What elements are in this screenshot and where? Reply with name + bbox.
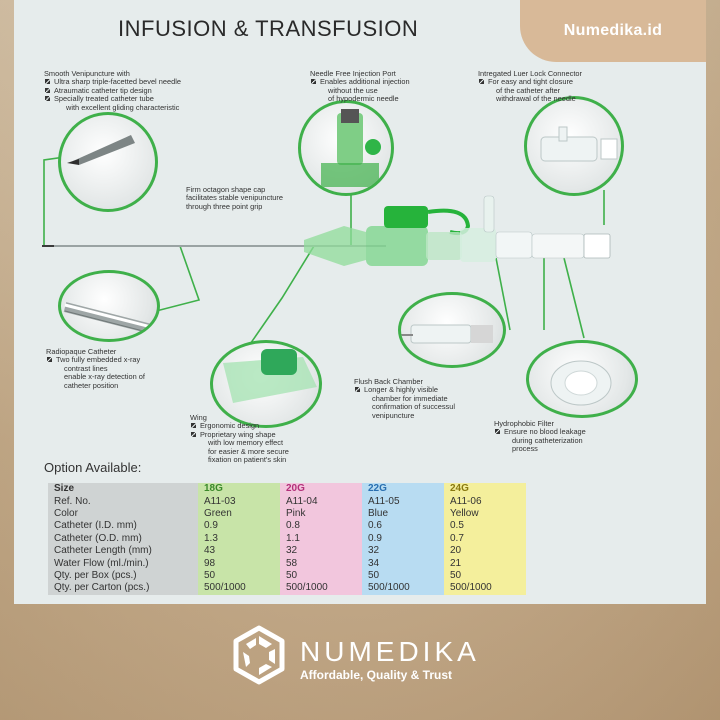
feature-hydrophobic: Hydrophobic Filter Ensure no blood leaka… bbox=[494, 419, 586, 454]
table-cell: A11-03 bbox=[198, 495, 280, 508]
page-title: INFUSION & TRANSFUSION bbox=[118, 16, 419, 41]
table-cell: 1.3 bbox=[198, 532, 280, 545]
feature-luer-lock: Intregated Luer Lock Connector For easy … bbox=[478, 69, 582, 104]
header-cell-18g: 18G bbox=[198, 483, 280, 496]
row-label: Qty. per Box (pcs.) bbox=[48, 569, 198, 583]
product-illustration bbox=[42, 153, 611, 351]
table-cell: 50 bbox=[444, 569, 526, 583]
footer-wordmark: NUMEDIKA bbox=[300, 636, 480, 667]
table-cell: A11-05 bbox=[362, 495, 444, 508]
row-label: Color bbox=[48, 507, 198, 521]
feature-octagon-cap: Firm octagon shape cap facilitates stabl… bbox=[186, 185, 283, 211]
connector-lines bbox=[43, 153, 605, 351]
product-sheet: INFUSION & TRANSFUSION bbox=[14, 0, 706, 604]
table-cell: 0.8 bbox=[280, 520, 362, 533]
feature-wing: Wing Ergonomic design Proprietary wing s… bbox=[190, 413, 289, 465]
catheter-hub bbox=[304, 195, 611, 266]
table-cell: 50 bbox=[198, 569, 280, 583]
row-label: Catheter Length (mm) bbox=[48, 544, 198, 558]
table-row: Water Flow (ml./min.) 98 58 34 21 bbox=[48, 557, 526, 570]
table-cell: 43 bbox=[198, 544, 280, 558]
table-cell: 0.9 bbox=[198, 520, 280, 533]
table-cell: 500/1000 bbox=[198, 582, 280, 595]
table-cell: 32 bbox=[362, 544, 444, 558]
table-cell: 20 bbox=[444, 544, 526, 558]
table-cell: 34 bbox=[362, 557, 444, 570]
table-row: Catheter (I.D. mm) 0.9 0.8 0.6 0.5 bbox=[48, 520, 526, 533]
table-cell: A11-06 bbox=[444, 495, 526, 508]
table-cell: 98 bbox=[198, 557, 280, 570]
row-label: Qty. per Carton (pcs.) bbox=[48, 582, 198, 595]
detail-circle-wing bbox=[210, 340, 322, 428]
table-cell: 0.7 bbox=[444, 532, 526, 545]
detail-circle-radiopaque bbox=[58, 270, 160, 342]
detail-circle-hydrophobic bbox=[526, 340, 638, 418]
brand-label: Numedika.id bbox=[563, 22, 663, 39]
table-cell: 0.9 bbox=[362, 532, 444, 545]
header-cell-20g: 20G bbox=[280, 483, 362, 496]
detail-circle-flush-back bbox=[398, 292, 506, 368]
table-cell: 500/1000 bbox=[362, 582, 444, 595]
options-title: Option Available: bbox=[44, 460, 142, 475]
header-cell-22g: 22G bbox=[362, 483, 444, 496]
detail-circle-injection-port bbox=[298, 100, 394, 196]
brand-tab: Numedika.id bbox=[520, 0, 706, 62]
table-cell: 0.6 bbox=[362, 520, 444, 533]
table-cell: A11-04 bbox=[280, 495, 362, 508]
table-cell: 50 bbox=[362, 569, 444, 583]
table-row: Ref. No. A11-03 A11-04 A11-05 A11-06 bbox=[48, 495, 526, 508]
table-cell: Green bbox=[198, 507, 280, 521]
feature-flush-back: Flush Back Chamber Longer & highly visib… bbox=[354, 377, 455, 420]
table-cell: 50 bbox=[280, 569, 362, 583]
table-row: Qty. per Box (pcs.) 50 50 50 50 bbox=[48, 569, 526, 583]
table-cell: 500/1000 bbox=[444, 582, 526, 595]
feature-venipuncture: Smooth Venipuncture with Ultra sharp tri… bbox=[44, 69, 181, 112]
table-cell: 58 bbox=[280, 557, 362, 570]
row-label: Catheter (I.D. mm) bbox=[48, 520, 198, 533]
footer-tagline: Affordable, Quality & Trust bbox=[300, 668, 453, 682]
detail-circle-needle-tip bbox=[58, 112, 158, 212]
table-header-row: Size 18G 20G 22G 24G bbox=[48, 483, 526, 496]
table-row: Color Green Pink Blue Yellow bbox=[48, 507, 526, 521]
table-cell: 1.1 bbox=[280, 532, 362, 545]
options-table: Size 18G 20G 22G 24G Ref. No. A11-03 A11… bbox=[48, 483, 526, 595]
table-cell: 32 bbox=[280, 544, 362, 558]
table-cell: 0.5 bbox=[444, 520, 526, 533]
header-cell-size: Size bbox=[48, 483, 198, 496]
table-row: Catheter (O.D. mm) 1.3 1.1 0.9 0.7 bbox=[48, 532, 526, 545]
row-label: Ref. No. bbox=[48, 495, 198, 508]
table-row: Catheter Length (mm) 43 32 32 20 bbox=[48, 544, 526, 558]
table-cell: Yellow bbox=[444, 507, 526, 521]
feature-injection-port: Needle Free Injection Port Enables addit… bbox=[310, 69, 410, 104]
table-cell: Blue bbox=[362, 507, 444, 521]
feature-radiopaque: Radiopaque Catheter Two fully embedded x… bbox=[46, 347, 145, 390]
table-cell: 500/1000 bbox=[280, 582, 362, 595]
row-label: Water Flow (ml./min.) bbox=[48, 557, 198, 570]
row-label: Catheter (O.D. mm) bbox=[48, 532, 198, 545]
numedika-logo-icon bbox=[233, 625, 285, 685]
table-cell: 21 bbox=[444, 557, 526, 570]
table-cell: Pink bbox=[280, 507, 362, 521]
detail-circle-luer-lock bbox=[524, 96, 624, 196]
header-cell-24g: 24G bbox=[444, 483, 526, 496]
table-row: Qty. per Carton (pcs.) 500/1000 500/1000… bbox=[48, 582, 526, 595]
